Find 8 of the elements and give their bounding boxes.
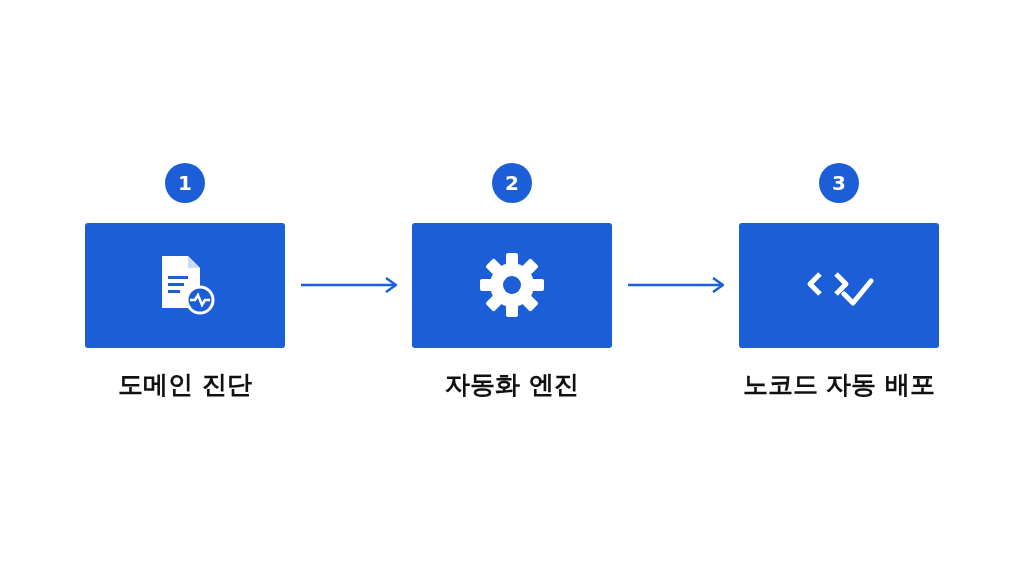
step-label: 도메인 진단 — [117, 369, 253, 401]
step-number: 3 — [819, 163, 859, 203]
step-label: 자동화 엔진 — [444, 369, 580, 401]
step-label: 노코드 자동 배포 — [741, 369, 937, 401]
step-number: 2 — [492, 163, 532, 203]
step-number: 1 — [165, 163, 205, 203]
arrow — [628, 276, 725, 294]
arrow — [301, 276, 398, 294]
